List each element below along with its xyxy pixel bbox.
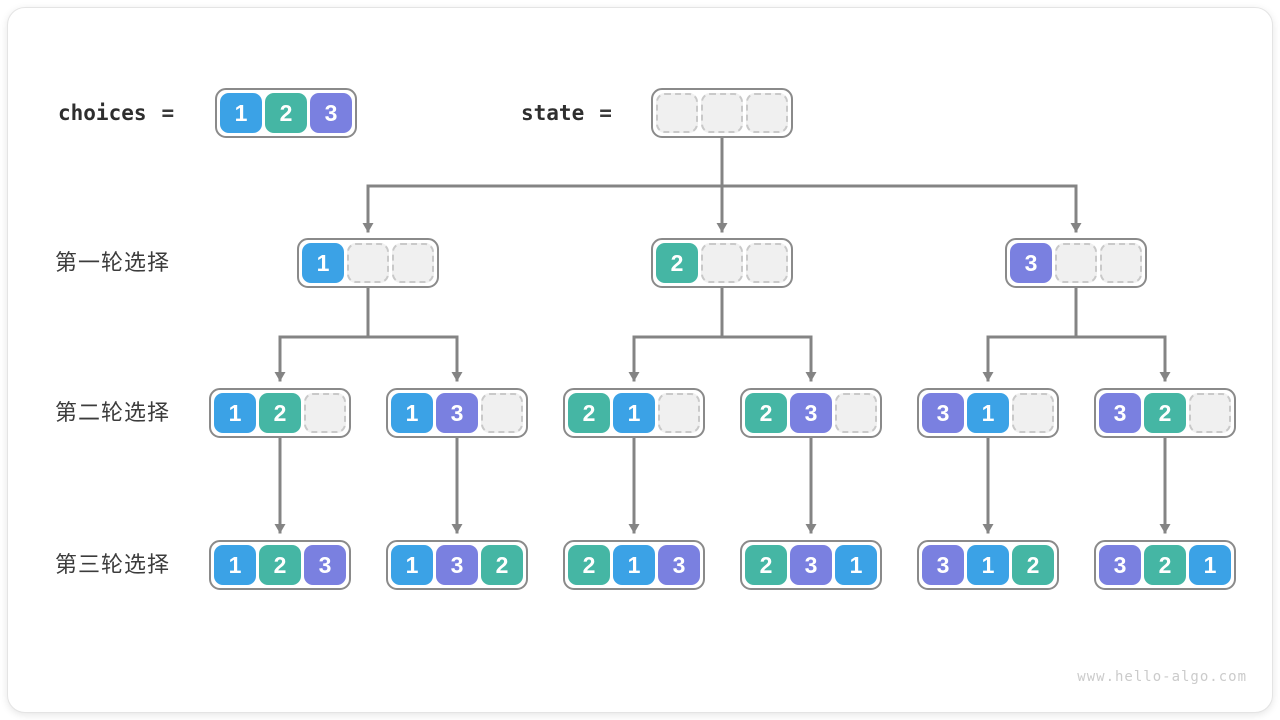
value-cell-1: 1	[613, 545, 655, 585]
empty-cell	[701, 93, 743, 133]
value-cell-3: 3	[658, 545, 700, 585]
value-cell-2: 2	[656, 243, 698, 283]
choices-equals-sign: =	[161, 101, 175, 125]
empty-cell	[656, 93, 698, 133]
value-cell-3: 3	[1099, 393, 1141, 433]
value-cell-2: 2	[481, 545, 523, 585]
value-cell-3: 3	[1099, 545, 1141, 585]
state-label-group: state =	[521, 88, 612, 138]
value-cell-3: 3	[922, 545, 964, 585]
choices-label: choices	[58, 101, 147, 125]
choices-label-group: choices =	[58, 88, 174, 138]
state-equals-sign: =	[599, 101, 612, 125]
value-cell-2: 2	[745, 545, 787, 585]
empty-cell	[1100, 243, 1142, 283]
value-cell-1: 1	[613, 393, 655, 433]
state-box-r1-1: 1	[297, 238, 439, 288]
value-cell-3: 3	[922, 393, 964, 433]
value-cell-1: 1	[967, 545, 1009, 585]
empty-cell	[1012, 393, 1054, 433]
empty-cell	[658, 393, 700, 433]
empty-cell	[1055, 243, 1097, 283]
value-cell-3: 3	[1010, 243, 1052, 283]
value-cell-1: 1	[220, 93, 262, 133]
value-cell-1: 1	[967, 393, 1009, 433]
value-cell-1: 1	[835, 545, 877, 585]
state-box-r1-3: 3	[1005, 238, 1147, 288]
state-root-box	[651, 88, 793, 138]
value-cell-2: 2	[265, 93, 307, 133]
value-cell-1: 1	[214, 393, 256, 433]
value-cell-1: 1	[1189, 545, 1231, 585]
state-box-r1-2: 2	[651, 238, 793, 288]
value-cell-3: 3	[790, 545, 832, 585]
value-cell-1: 1	[302, 243, 344, 283]
empty-cell	[304, 393, 346, 433]
round-3-label: 第三轮选择	[55, 552, 171, 577]
value-cell-3: 3	[310, 93, 352, 133]
empty-cell	[835, 393, 877, 433]
round-2-label: 第二轮选择	[55, 400, 171, 425]
empty-cell	[481, 393, 523, 433]
value-cell-1: 1	[214, 545, 256, 585]
value-cell-2: 2	[1144, 545, 1186, 585]
watermark-url: www.hello-algo.com	[1077, 669, 1247, 685]
round-1-label: 第一轮选择	[55, 250, 171, 275]
value-cell-1: 1	[391, 393, 433, 433]
value-cell-3: 3	[790, 393, 832, 433]
value-cell-2: 2	[568, 545, 610, 585]
value-cell-2: 2	[568, 393, 610, 433]
empty-cell	[347, 243, 389, 283]
value-cell-2: 2	[745, 393, 787, 433]
empty-cell	[701, 243, 743, 283]
value-cell-2: 2	[259, 393, 301, 433]
value-cell-3: 3	[436, 545, 478, 585]
value-cell-2: 2	[1012, 545, 1054, 585]
empty-cell	[746, 243, 788, 283]
value-cell-3: 3	[304, 545, 346, 585]
empty-cell	[746, 93, 788, 133]
value-cell-2: 2	[1144, 393, 1186, 433]
empty-cell	[1189, 393, 1231, 433]
state-label: state	[521, 101, 585, 125]
empty-cell	[392, 243, 434, 283]
value-cell-1: 1	[391, 545, 433, 585]
value-cell-3: 3	[436, 393, 478, 433]
value-cell-2: 2	[259, 545, 301, 585]
